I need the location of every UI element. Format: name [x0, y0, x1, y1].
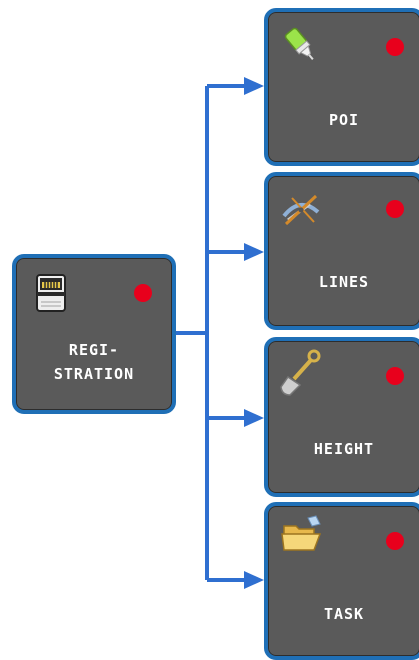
lines-tile[interactable]: LINES	[264, 172, 419, 330]
height-tile[interactable]: HEIGHT	[264, 337, 419, 497]
height-label: HEIGHT	[313, 440, 375, 458]
folder-open-icon	[280, 514, 324, 560]
poi-label: POI	[328, 111, 360, 129]
poi-tile[interactable]: POI	[264, 8, 419, 166]
task-label: TASK	[323, 605, 365, 623]
status-dot	[386, 532, 404, 550]
task-tile[interactable]: TASK	[264, 502, 419, 660]
arrow-task	[244, 571, 264, 589]
marker-pen-icon	[280, 24, 320, 68]
status-dot	[386, 38, 404, 56]
registration-label-line1: REGI-	[68, 341, 120, 359]
sd-card-icon	[36, 274, 66, 316]
registration-label-line2: STRATION	[53, 365, 135, 383]
status-dot	[386, 200, 404, 218]
registration-tile[interactable]: REGI- STRATION	[12, 254, 176, 414]
status-dot	[386, 367, 404, 385]
shovel-icon	[278, 349, 322, 401]
status-dot	[134, 284, 152, 302]
arrow-poi	[244, 77, 264, 95]
arrow-height	[244, 409, 264, 427]
lines-tool-icon	[280, 190, 322, 232]
arrow-lines	[244, 243, 264, 261]
lines-label: LINES	[318, 273, 370, 291]
